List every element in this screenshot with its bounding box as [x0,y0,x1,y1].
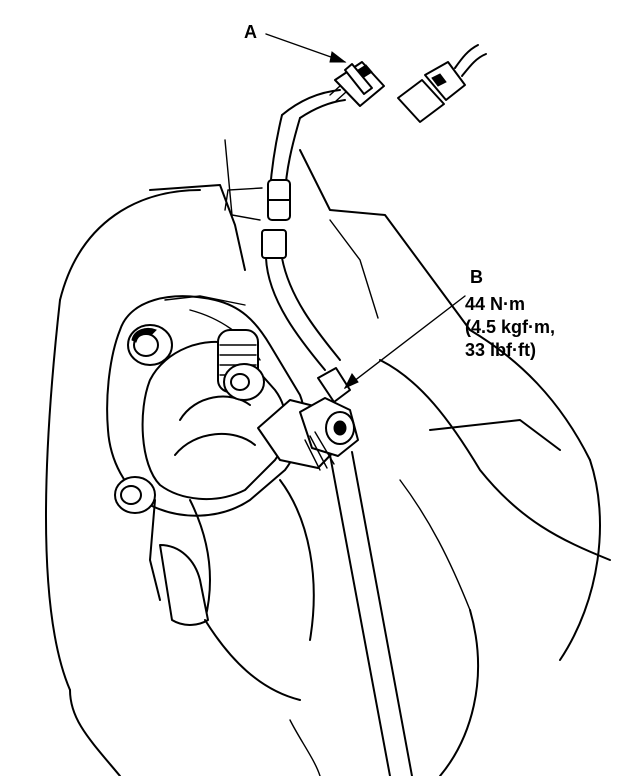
connector-mating-half [397,44,487,123]
callout-b-torque-kgf: (4.5 kgf·m, [465,317,555,337]
engine-housing-outline [45,139,611,776]
connector-a [329,61,385,107]
bolt-lower-left [114,476,156,514]
callout-b-torque-lbf: 33 lbf·ft) [465,340,536,360]
callout-a-label: A [244,22,257,42]
callout-b: B 44 N·m (4.5 kgf·m, 33 lbf·ft) [343,267,555,390]
banjo-bolt-fitting [257,367,359,471]
oil-pipe [329,451,413,776]
bolt-upper-left [127,324,173,366]
callout-b-label: B [470,267,483,287]
bolt-center [217,329,265,401]
sensor-wire-harness [261,89,346,371]
callout-b-torque-nm: 44 N·m [465,294,525,314]
callout-a: A [244,22,347,63]
